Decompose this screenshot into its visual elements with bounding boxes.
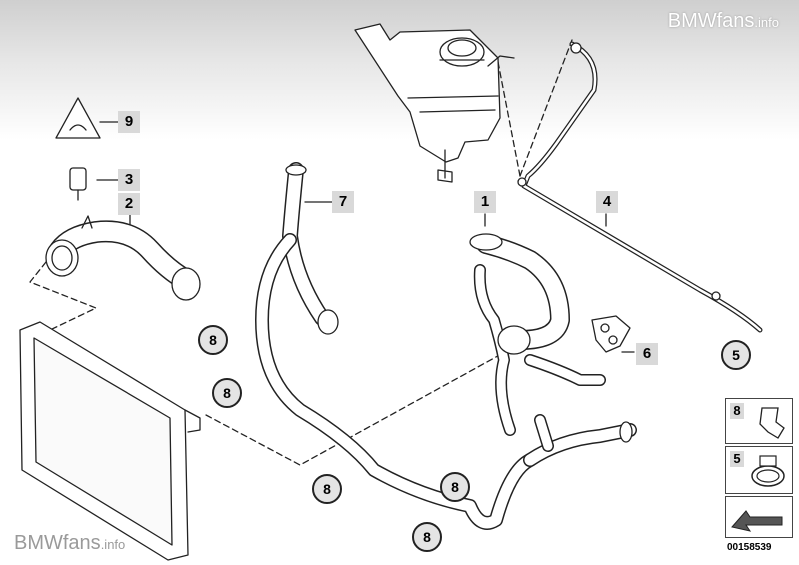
callout-8-b: 8 <box>212 378 242 408</box>
clip-icon <box>759 407 785 439</box>
legend-clamp-5: 5 <box>725 446 793 494</box>
part-label-2: 2 <box>118 193 140 215</box>
callout-8-d: 8 <box>440 472 470 502</box>
sensor-3 <box>69 167 87 201</box>
dashed-leader-lines <box>29 39 573 466</box>
legend-number-8: 8 <box>730 403 744 419</box>
part-label-3: 3 <box>118 169 140 191</box>
part-label-4: 4 <box>596 191 618 213</box>
part-label-9: 9 <box>118 111 140 133</box>
callout-8-c: 8 <box>312 474 342 504</box>
watermark-bottom-left: BMWfans.info <box>14 532 126 554</box>
part-label-1: 1 <box>474 191 496 213</box>
legend-arrow <box>725 496 793 538</box>
hose-4 <box>517 41 763 333</box>
warning-label-9 <box>55 97 101 139</box>
bracket-6 <box>591 315 631 353</box>
callout-8-a: 8 <box>198 325 228 355</box>
watermark-top-right: BMWfans.info <box>667 10 779 32</box>
expansion-tank <box>354 23 515 183</box>
legend-clip-8: 8 <box>725 398 793 444</box>
hose-7 <box>282 162 339 335</box>
document-number: 00158539 <box>727 542 772 553</box>
hose-1 <box>469 233 606 436</box>
arrow-icon <box>731 510 783 532</box>
callout-8-e: 8 <box>412 522 442 552</box>
callout-5: 5 <box>721 340 751 370</box>
part-label-6: 6 <box>636 343 658 365</box>
hose-clamp-icon <box>751 455 785 487</box>
hose-2 <box>45 215 201 301</box>
lower-hose <box>255 233 637 530</box>
part-label-7: 7 <box>332 191 354 213</box>
radiator <box>19 321 201 561</box>
legend-number-5: 5 <box>730 451 744 467</box>
